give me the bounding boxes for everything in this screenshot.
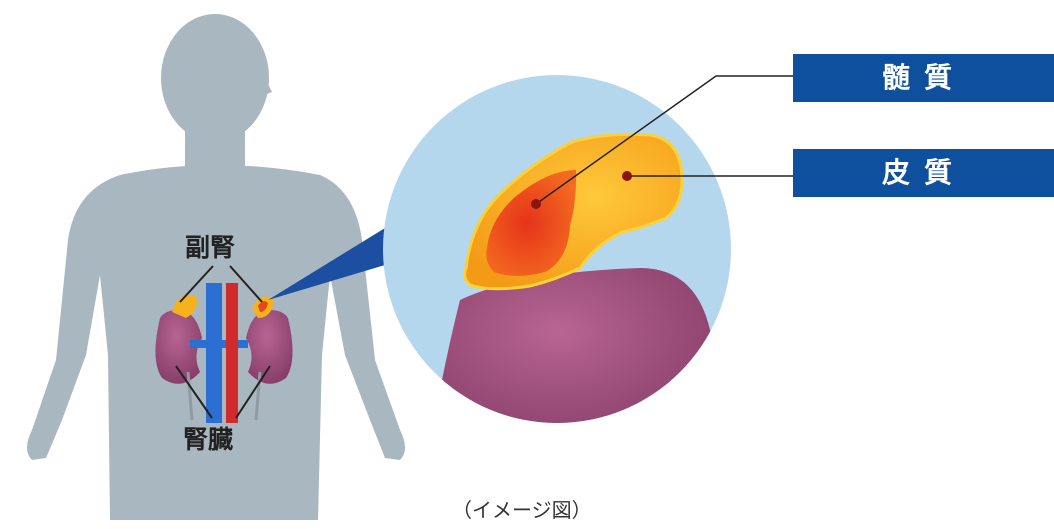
image-caption: （イメージ図） bbox=[452, 494, 592, 523]
kidney-right bbox=[246, 310, 293, 384]
kidney-zoomed bbox=[430, 268, 715, 450]
cortex-label: 皮質 bbox=[793, 149, 1054, 197]
kidney-label: 腎臓 bbox=[183, 420, 233, 456]
artery bbox=[226, 283, 238, 423]
adrenal-gland-label: 副腎 bbox=[185, 228, 235, 264]
medulla-label: 髄質 bbox=[793, 54, 1054, 102]
